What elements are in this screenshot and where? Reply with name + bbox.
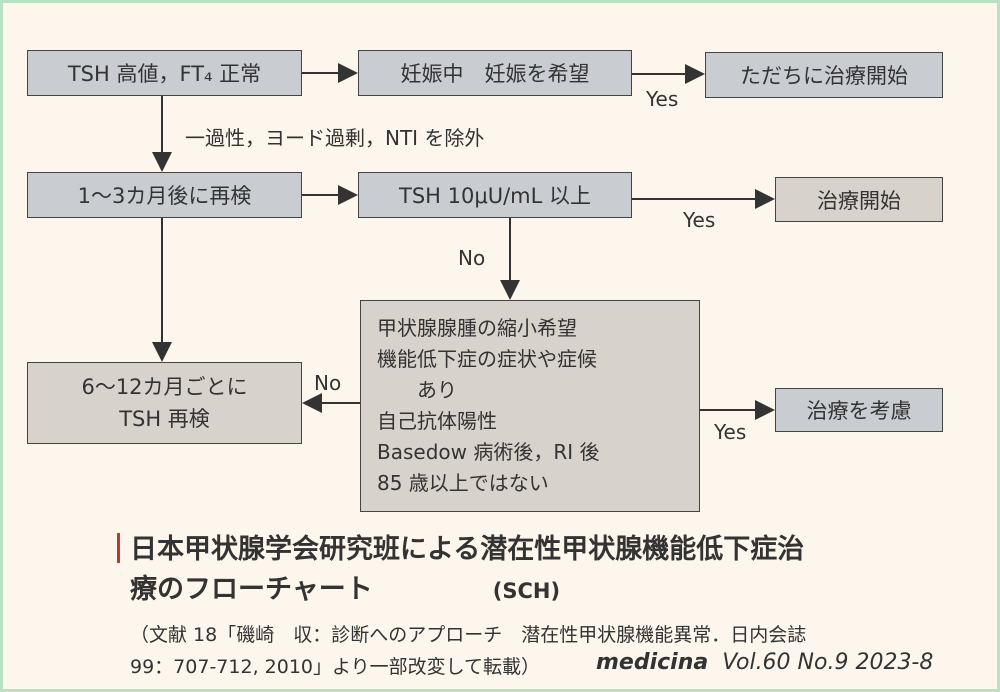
title-line: 療のフローチャート [130, 574, 373, 605]
label-yes: Yes [683, 208, 716, 232]
box-recheck: 1〜3カ月後に再検 [27, 172, 302, 218]
figure-title: 日本甲状腺学会研究班による潜在性甲状腺機能低下症治 療のフローチャート (SCH) [130, 530, 804, 611]
condition-item: Basedow 病術後，RI 後 [377, 440, 600, 464]
journal-name: medicina [596, 650, 709, 675]
condition-item: 機能低下症の症状や症候 [377, 347, 597, 371]
title-accent-bar [117, 533, 120, 563]
condition-item: 85 歳以上ではない [377, 471, 549, 495]
condition-item: あり [397, 378, 457, 402]
box-periodic-recheck: 6〜12カ月ごとに TSH 再検 [27, 362, 302, 444]
box-pregnancy: 妊娠中 妊娠を希望 [358, 50, 632, 96]
citation-line: （文献 18「磯崎 収：診断へのアプローチ 潜在性甲状腺機能異常．日内会誌 [130, 624, 807, 646]
citation-line: 99：707-712, 2010」より一部改変して転載） [130, 656, 541, 678]
condition-item: 自己抗体陽性 [377, 409, 497, 433]
box-consider-treatment: 治療を考慮 [775, 388, 943, 432]
label-no: No [458, 246, 486, 270]
box-start-treatment: 治療開始 [775, 177, 943, 222]
title-abbr: (SCH) [492, 579, 561, 603]
condition-item: 甲状腺腺腫の縮小希望 [377, 316, 577, 340]
box-conditions: 甲状腺腺腫の縮小希望 機能低下症の症状や症候 あり 自己抗体陽性 Basedow… [360, 300, 700, 512]
title-line: 日本甲状腺学会研究班による潜在性甲状腺機能低下症治 [130, 534, 805, 565]
journal-credit: medicina Vol.60 No.9 2023-8 [596, 650, 933, 675]
label-no: No [314, 371, 342, 395]
label-exclude: 一過性，ヨード過剰，NTI を除外 [185, 126, 485, 150]
periodic-line: TSH 再検 [119, 407, 210, 431]
box-tsh-10: TSH 10μU/mL 以上 [358, 172, 632, 218]
box-tsh-high: TSH 高値，FT₄ 正常 [27, 50, 302, 96]
journal-issue: Vol.60 No.9 2023-8 [722, 650, 934, 675]
periodic-line: 6〜12カ月ごとに [81, 375, 248, 399]
label-yes: Yes [646, 87, 679, 111]
box-immediate-treatment: ただちに治療開始 [705, 52, 943, 98]
label-yes: Yes [714, 420, 747, 444]
